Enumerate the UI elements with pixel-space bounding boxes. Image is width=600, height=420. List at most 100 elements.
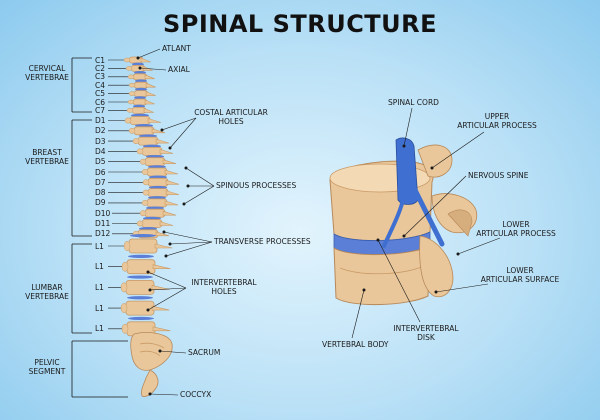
vertebra-thoracic-9 bbox=[146, 198, 168, 208]
disc-lumbar-4 bbox=[127, 296, 153, 300]
transverse-process-lumbar-2 bbox=[121, 261, 129, 272]
spinous-process-lumbar-1 bbox=[154, 243, 173, 249]
transverse-process-thoracic-8 bbox=[142, 189, 150, 196]
level-label-thoracic-4: D4 bbox=[95, 146, 106, 156]
transverse-process-thoracic-5 bbox=[139, 158, 147, 165]
label-coccyx: COCCYX bbox=[180, 390, 212, 399]
transverse-process-thoracic-4 bbox=[136, 148, 144, 155]
level-label-lumbar-2: L1 bbox=[95, 262, 104, 272]
spinous-process-lumbar-5 bbox=[152, 326, 171, 332]
vertebra-thoracic-10 bbox=[144, 208, 166, 218]
vertebra-thoracic-2 bbox=[133, 126, 155, 136]
level-label-thoracic-9: D9 bbox=[95, 198, 106, 208]
spinous-process-lumbar-2 bbox=[152, 264, 171, 269]
level-label-cervical-6: C6 bbox=[95, 97, 106, 107]
level-label-cervical-2: C2 bbox=[95, 63, 106, 73]
label-costal-articular-holes: COSTAL ARTICULAR HOLES bbox=[194, 108, 268, 126]
transverse-process-cervical-2 bbox=[125, 66, 133, 71]
level-label-lumbar-3: L1 bbox=[95, 282, 104, 292]
page-title: SPINAL STRUCTURE bbox=[162, 10, 438, 38]
transverse-process-cervical-3 bbox=[127, 74, 135, 80]
level-label-lumbar-5: L1 bbox=[95, 324, 104, 334]
vertebra-illustration bbox=[329, 137, 478, 305]
level-label-cervical-5: C5 bbox=[95, 89, 106, 99]
level-label-thoracic-2: D2 bbox=[95, 126, 106, 136]
vertebra-thoracic-8 bbox=[147, 188, 169, 198]
spinous-process-cervical-7 bbox=[143, 107, 154, 113]
region-label-lumbar: LUMBAR VERTEBRAE bbox=[25, 283, 69, 301]
label-transverse-processes: TRANSVERSE PROCESSES bbox=[214, 237, 311, 246]
level-label-thoracic-12: D12 bbox=[95, 229, 111, 239]
region-label-breast: BREAST VERTEBRAE bbox=[25, 148, 69, 166]
level-label-lumbar-4: L1 bbox=[95, 303, 104, 313]
transverse-process-cervical-6 bbox=[127, 99, 135, 105]
vertebra-thoracic-5 bbox=[144, 157, 166, 167]
transverse-process-thoracic-3 bbox=[132, 138, 140, 145]
label-vertebral-body: VERTEBRAL BODY bbox=[322, 340, 389, 349]
vertebra-lumbar-2 bbox=[126, 259, 156, 275]
spinous-process-thoracic-11 bbox=[159, 221, 174, 226]
spinous-process-thoracic-5 bbox=[162, 159, 177, 164]
spinous-process-cervical-5 bbox=[145, 91, 156, 96]
coccyx-shape bbox=[141, 369, 159, 397]
spinous-process-thoracic-7 bbox=[165, 179, 180, 185]
transverse-process-lumbar-1 bbox=[123, 241, 131, 251]
vertebra-thoracic-4 bbox=[141, 146, 163, 156]
spinous-process-lumbar-4 bbox=[151, 305, 170, 311]
label-upper-articular-process: UPPER ARTICULAR PROCESS bbox=[457, 112, 537, 130]
transverse-process-thoracic-1 bbox=[124, 117, 132, 124]
transverse-process-cervical-5 bbox=[128, 91, 136, 96]
disc-lumbar-1 bbox=[130, 234, 156, 238]
label-axial: AXIAL bbox=[168, 65, 190, 74]
level-label-cervical-7: C7 bbox=[95, 105, 106, 115]
level-label-thoracic-10: D10 bbox=[95, 208, 111, 218]
transverse-process-cervical-1 bbox=[123, 57, 131, 63]
level-label-cervical-1: C1 bbox=[95, 55, 106, 65]
transverse-process-lumbar-4 bbox=[120, 303, 128, 314]
disc-lumbar-2 bbox=[128, 254, 154, 258]
vertebra-lumbar-3 bbox=[125, 279, 155, 295]
spinous-process-thoracic-8 bbox=[165, 190, 180, 195]
spinous-process-thoracic-6 bbox=[164, 169, 179, 175]
level-label-thoracic-8: D8 bbox=[95, 188, 106, 198]
vertebra-thoracic-11 bbox=[141, 219, 163, 228]
disc-lumbar-3 bbox=[127, 275, 153, 279]
spinous-process-thoracic-2 bbox=[151, 128, 166, 134]
level-label-thoracic-3: D3 bbox=[95, 136, 106, 146]
disc-cervical-3 bbox=[134, 71, 146, 75]
spinous-process-cervical-3 bbox=[144, 74, 155, 80]
spine-column bbox=[120, 56, 180, 337]
transverse-process-thoracic-11 bbox=[136, 220, 144, 227]
label-lower-articular-surface: LOWER ARTICULAR SURFACE bbox=[480, 266, 560, 284]
level-label-thoracic-7: D7 bbox=[95, 177, 106, 187]
label-spinous-processes: SPINOUS PROCESSES bbox=[216, 181, 297, 190]
region-label-cervical: CERVICAL VERTEBRAE bbox=[25, 64, 69, 82]
spinous-process-thoracic-1 bbox=[147, 118, 162, 123]
label-intervertebral-disk: INTERVERTEBRAL DISK bbox=[393, 324, 459, 342]
level-label-thoracic-11: D11 bbox=[95, 219, 111, 228]
transverse-process-lumbar-5 bbox=[121, 323, 129, 334]
label-lower-articular-process: LOWER ARTICULAR PROCESS bbox=[476, 220, 556, 238]
spinous-process-thoracic-4 bbox=[159, 148, 174, 154]
transverse-process-cervical-7 bbox=[126, 108, 134, 113]
spinous-process-thoracic-9 bbox=[164, 200, 179, 206]
label-nervous-spine: NERVOUS SPINE bbox=[468, 171, 529, 180]
transverse-process-lumbar-3 bbox=[120, 282, 128, 293]
transverse-process-thoracic-10 bbox=[139, 210, 147, 217]
label-atlant: ATLANT bbox=[162, 44, 191, 53]
transverse-process-thoracic-2 bbox=[128, 127, 136, 134]
vertebra-lumbar-1 bbox=[128, 238, 158, 254]
spinous-process-cervical-1 bbox=[140, 57, 151, 63]
transverse-process-thoracic-9 bbox=[141, 199, 149, 206]
level-label-thoracic-1: D1 bbox=[95, 116, 106, 125]
level-label-thoracic-5: D5 bbox=[95, 157, 106, 167]
spine-annotation-leaders bbox=[136, 48, 215, 396]
region-label-pelvic: PELVIC SEGMENT bbox=[28, 358, 66, 376]
level-label-lumbar-1: L1 bbox=[95, 241, 104, 251]
spinous-process-thoracic-12 bbox=[155, 231, 170, 237]
level-label-cervical-4: C4 bbox=[95, 80, 106, 90]
label-spinal-cord: SPINAL CORD bbox=[388, 98, 439, 107]
label-sacrum: SACRUM bbox=[188, 348, 221, 357]
spinous-process-cervical-6 bbox=[144, 99, 155, 105]
spinous-process-thoracic-3 bbox=[155, 138, 170, 144]
